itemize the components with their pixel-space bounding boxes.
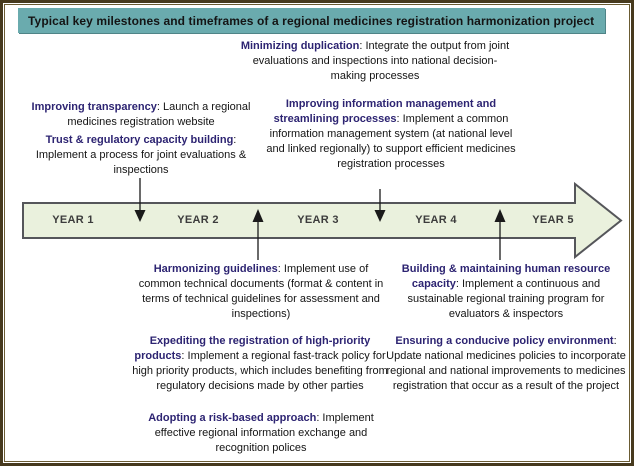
- milestone-body: : Integrate the output from joint evalua…: [252, 40, 510, 82]
- milestone-title: Trust & regulatory capacity building: [45, 134, 234, 146]
- milestone-body: : Update national medicines policies to …: [386, 335, 626, 392]
- milestone-title: Harmonizing guidelines: [153, 263, 278, 275]
- milestone-title: Improving transparency: [31, 101, 157, 113]
- milestone-harmonizing-guidelines: Harmonizing guidelines: Implement use of…: [135, 262, 387, 322]
- milestone-human-resource-capacity: Building & maintaining human resource ca…: [385, 262, 627, 322]
- year-label-2: YEAR 2: [177, 214, 219, 226]
- milestone-title: Adopting a risk-based approach: [148, 412, 317, 424]
- milestone-body: : Implement a common information managem…: [266, 113, 516, 170]
- milestone-body: : Implement effective regional informati…: [154, 412, 374, 454]
- milestone-title: Ensuring a conducive policy environment: [395, 335, 614, 347]
- milestone-title: Minimizing duplication: [240, 40, 360, 52]
- milestone-title: Improving information management and str…: [273, 98, 497, 125]
- milestone-body: : Implement a process for joint evaluati…: [35, 134, 247, 176]
- milestone-improving-transparency: Improving transparency: Launch a regiona…: [22, 100, 260, 130]
- arrowhead-down-1: [134, 210, 146, 222]
- milestone-risk-based-approach: Adopting a risk-based approach: Implemen…: [135, 411, 387, 456]
- page-title: Typical key milestones and timeframes of…: [28, 13, 595, 28]
- year-label-3: YEAR 3: [297, 214, 339, 226]
- title-bar: Typical key milestones and timeframes of…: [18, 8, 605, 33]
- timeline-arrow-shape: [22, 181, 623, 260]
- milestone-information-management: Improving information management and str…: [262, 97, 520, 172]
- timeline-graphic: [22, 178, 623, 260]
- milestone-expediting-registration: Expediting the registration of high-prio…: [130, 334, 390, 394]
- milestone-title: Expediting the registration of high-prio…: [134, 335, 371, 362]
- arrowhead-up-1: [252, 209, 264, 222]
- milestone-policy-environment: Ensuring a conducive policy environment:…: [385, 334, 627, 394]
- milestone-minimizing-duplication: Minimizing duplication: Integrate the ou…: [240, 39, 510, 84]
- year-label-4: YEAR 4: [415, 214, 457, 226]
- milestone-body: : Implement a regional fast-track policy…: [132, 350, 388, 392]
- milestone-title: Building & maintaining human resource ca…: [401, 263, 611, 290]
- arrowhead-up-2: [494, 209, 506, 222]
- year-label-5: YEAR 5: [532, 214, 574, 226]
- milestone-body: : Implement use of common technical docu…: [138, 263, 384, 320]
- year-label-1: YEAR 1: [52, 214, 94, 226]
- milestone-body: : Launch a regional medicines registrati…: [67, 101, 251, 128]
- arrowhead-down-2: [374, 210, 386, 222]
- milestone-trust-capacity-building: Trust & regulatory capacity building: Im…: [22, 133, 260, 178]
- milestone-body: : Implement a continuous and sustainable…: [407, 278, 605, 320]
